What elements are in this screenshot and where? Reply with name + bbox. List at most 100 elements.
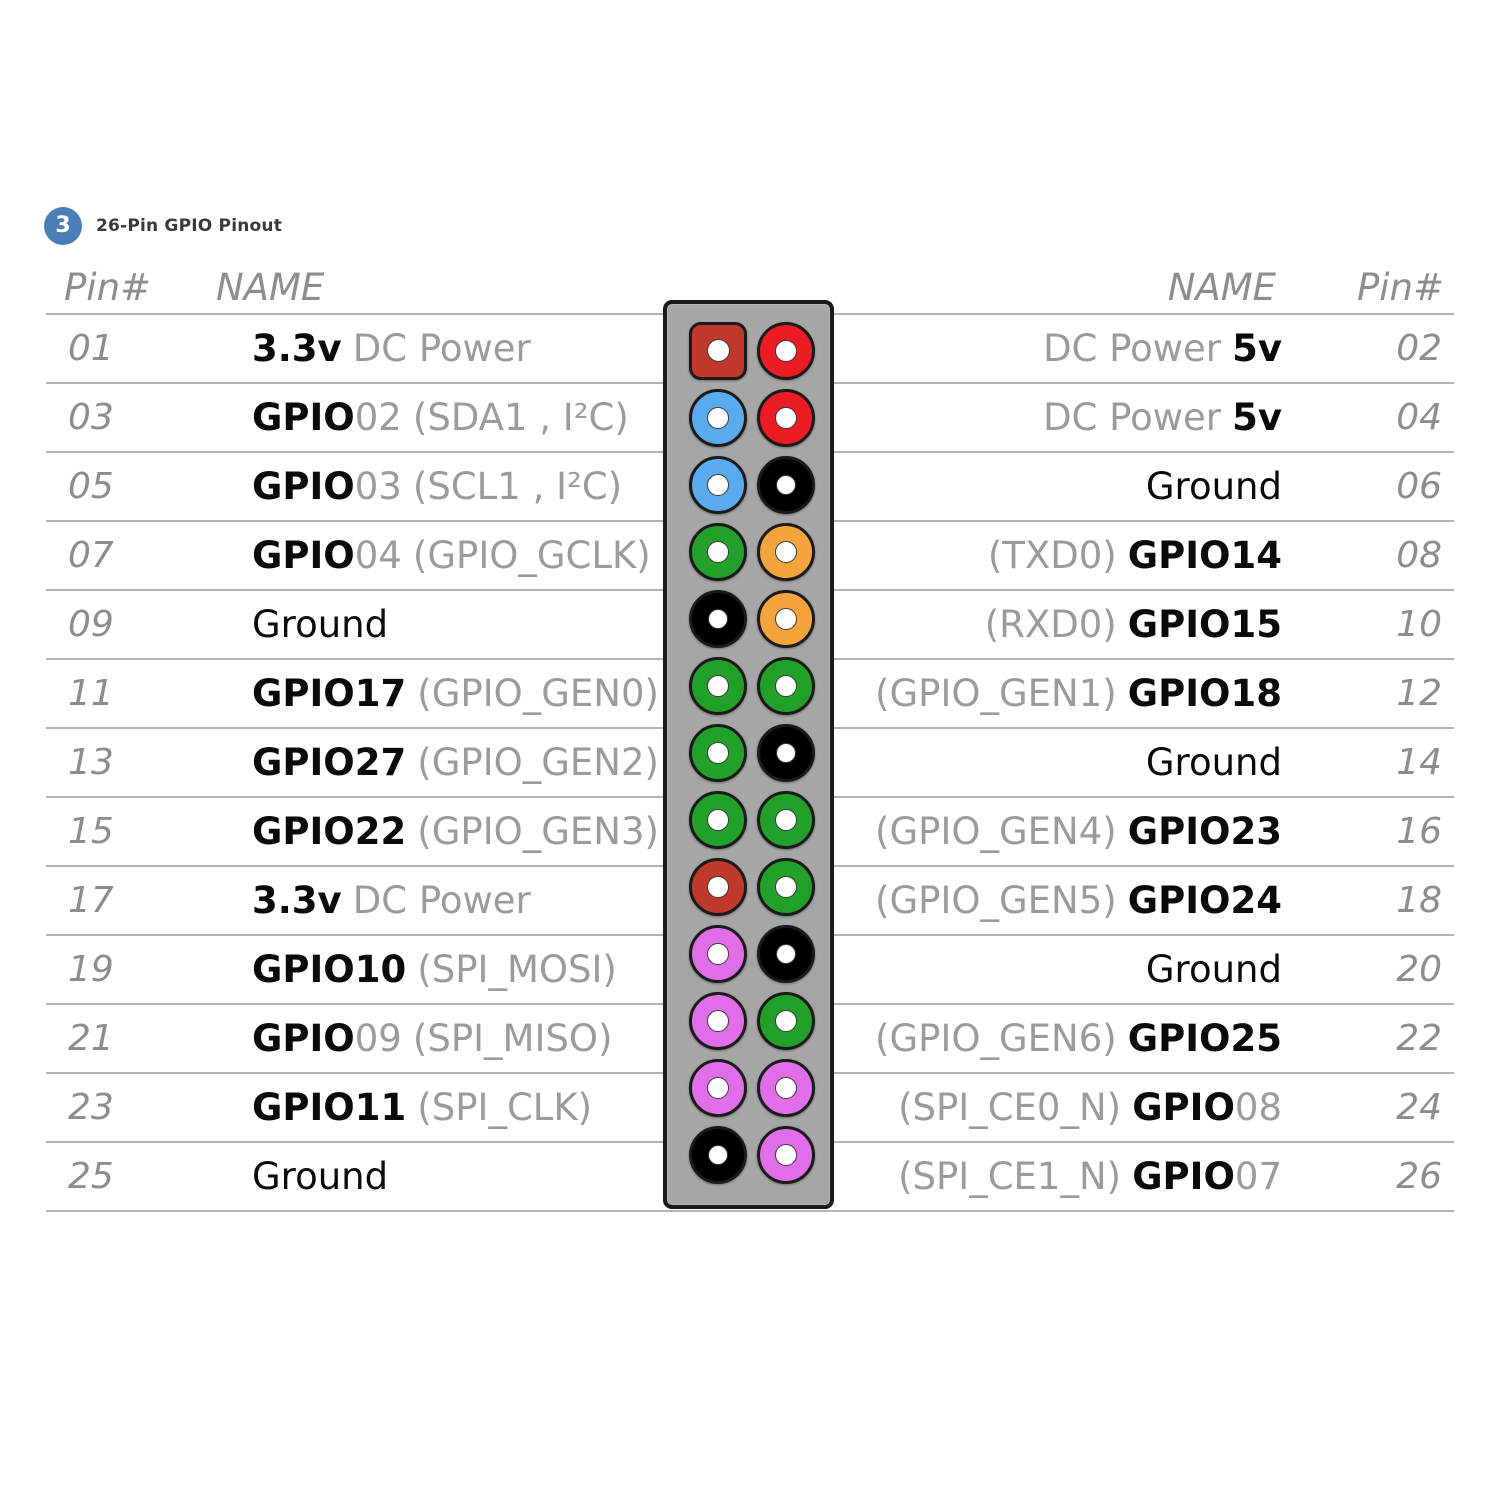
gpio-pin-24 xyxy=(757,1058,815,1117)
right-pin-name: Ground xyxy=(1145,948,1282,991)
pin-hole xyxy=(775,1009,797,1032)
left-pin-number: 13 xyxy=(68,742,114,783)
pin-hole xyxy=(706,339,730,362)
gpio-pin-11 xyxy=(689,656,747,715)
pin-hole xyxy=(707,1076,729,1099)
pin-hole xyxy=(775,607,797,630)
right-pin-number: 02 xyxy=(1396,328,1442,369)
header-left-pin: Pin# xyxy=(64,266,152,309)
right-pin-number: 22 xyxy=(1396,1018,1442,1059)
right-pin-number: 18 xyxy=(1396,880,1442,921)
gpio-pin-12 xyxy=(757,656,815,715)
section-header: 3 26-Pin GPIO Pinout xyxy=(44,207,282,245)
right-pin-name: (GPIO_GEN6)GPIO25 xyxy=(875,1017,1282,1060)
pin-hole xyxy=(775,406,797,429)
pin-hole xyxy=(707,808,729,831)
header-left-name: NAME xyxy=(216,266,325,309)
right-pin-name: Ground xyxy=(1145,741,1282,784)
pin-hole xyxy=(776,943,796,964)
left-pin-number: 21 xyxy=(68,1018,114,1059)
left-pin-number: 03 xyxy=(68,397,114,438)
pin-hole xyxy=(707,942,729,965)
left-pin-number: 19 xyxy=(68,949,114,990)
pin-hole xyxy=(776,474,796,495)
right-pin-number: 24 xyxy=(1396,1087,1442,1128)
right-pin-name: (GPIO_GEN5)GPIO24 xyxy=(875,879,1282,922)
gpio-pin-20 xyxy=(757,924,815,983)
right-pin-name: (TXD0)GPIO14 xyxy=(987,534,1282,577)
pin-hole xyxy=(775,808,797,831)
gpio-pin-17 xyxy=(689,857,747,916)
left-pin-number: 23 xyxy=(68,1087,114,1128)
right-pin-number: 26 xyxy=(1396,1156,1442,1197)
table-header-row: Pin# NAME NAME Pin# xyxy=(46,258,1454,313)
gpio-pin-05 xyxy=(689,455,747,514)
right-pin-number: 04 xyxy=(1396,397,1442,438)
pin-hole xyxy=(707,406,729,429)
right-pin-number: 12 xyxy=(1396,673,1442,714)
pin-hole xyxy=(707,1009,729,1032)
left-pin-name: Ground xyxy=(252,603,389,646)
gpio-pin-25 xyxy=(689,1125,747,1184)
gpio-pin-07 xyxy=(689,522,747,581)
right-pin-number: 10 xyxy=(1396,604,1442,645)
table-row: 13 GPIO27(GPIO_GEN2) Ground 14 xyxy=(46,727,1454,796)
left-pin-name: GPIO22(GPIO_GEN3) xyxy=(252,810,659,853)
right-pin-number: 06 xyxy=(1396,466,1442,507)
pin-hole xyxy=(776,742,796,763)
right-pin-number: 20 xyxy=(1396,949,1442,990)
gpio-pin-23 xyxy=(689,1058,747,1117)
gpio-header-connector xyxy=(663,300,834,1209)
left-pin-name: GPIO10(SPI_MOSI) xyxy=(252,948,617,991)
gpio-pin-03 xyxy=(689,388,747,447)
left-pin-name: GPIO27(GPIO_GEN2) xyxy=(252,741,659,784)
right-pin-name: (GPIO_GEN4)GPIO23 xyxy=(875,810,1282,853)
right-pin-number: 14 xyxy=(1396,742,1442,783)
left-pin-name: GPIO11(SPI_CLK) xyxy=(252,1086,593,1129)
gpio-pin-19 xyxy=(689,924,747,983)
right-pin-name: (RXD0)GPIO15 xyxy=(984,603,1282,646)
pin-hole xyxy=(707,741,729,764)
section-title: 26-Pin GPIO Pinout xyxy=(96,216,283,236)
left-pin-number: 15 xyxy=(68,811,114,852)
table-row: 19 GPIO10(SPI_MOSI) Ground 20 xyxy=(46,934,1454,1003)
right-pin-number: 08 xyxy=(1396,535,1442,576)
pin-hole xyxy=(707,674,729,697)
right-pin-name: (GPIO_GEN1)GPIO18 xyxy=(875,672,1282,715)
header-right-pin: Pin# xyxy=(1356,266,1444,309)
pin-hole xyxy=(707,473,729,496)
left-pin-number: 17 xyxy=(68,880,114,921)
header-right-name: NAME xyxy=(1167,266,1276,309)
gpio-pin-02 xyxy=(757,321,815,380)
gpio-pin-04 xyxy=(757,388,815,447)
gpio-pin-21 xyxy=(689,991,747,1050)
gpio-pin-01 xyxy=(689,321,747,380)
left-pin-number: 25 xyxy=(68,1156,114,1197)
gpio-pin-26 xyxy=(757,1125,815,1184)
gpio-pin-10 xyxy=(757,589,815,648)
gpio-pin-06 xyxy=(757,455,815,514)
left-pin-number: 11 xyxy=(68,673,114,714)
left-pin-name: Ground xyxy=(252,1155,389,1198)
gpio-pin-13 xyxy=(689,723,747,782)
right-pin-name: Ground xyxy=(1145,465,1282,508)
pin-hole xyxy=(775,875,797,898)
pin-hole xyxy=(775,540,797,563)
gpio-pin-18 xyxy=(757,857,815,916)
pin-hole xyxy=(707,540,729,563)
